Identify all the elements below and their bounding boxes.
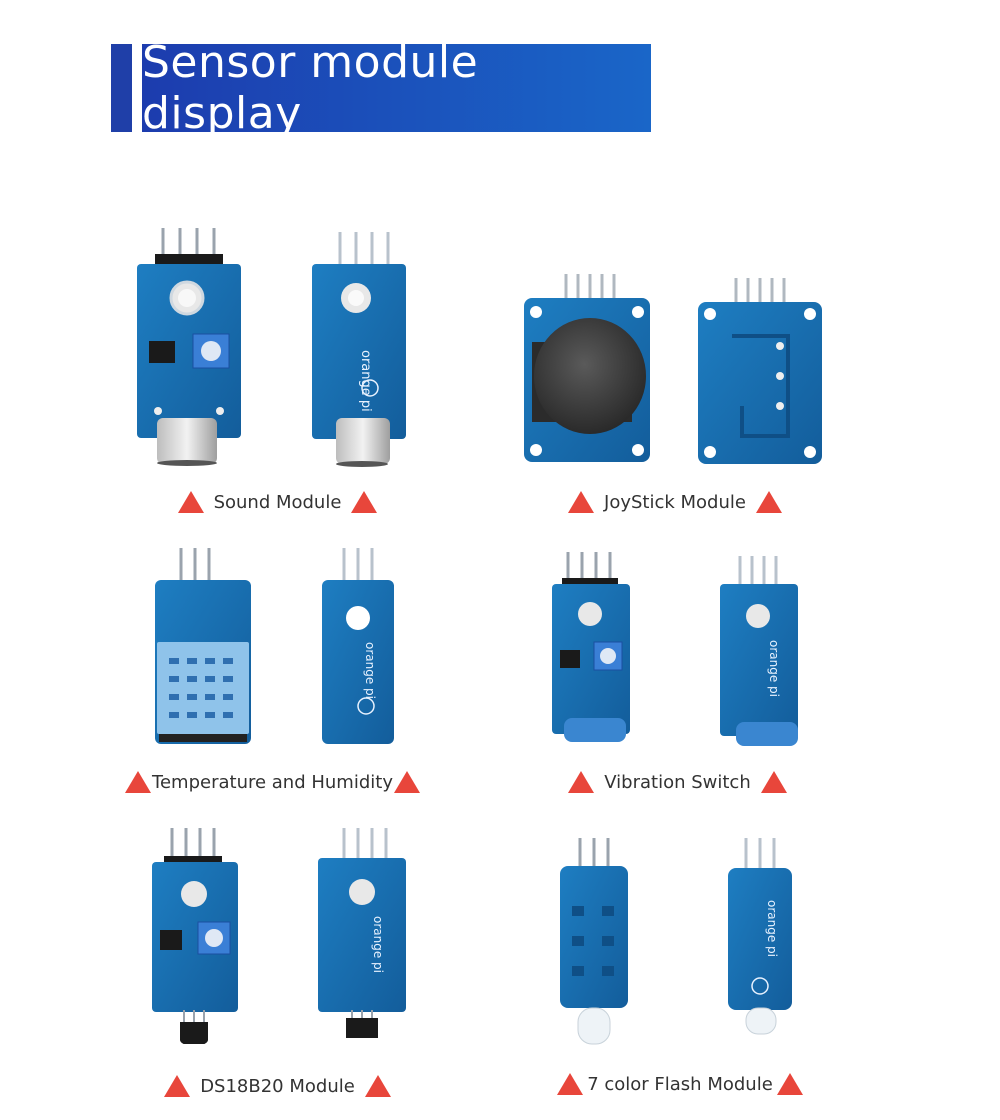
red-triangle-icon — [393, 771, 420, 793]
caption-sound-module: Sound Module — [150, 488, 405, 516]
caption-ds18b20-module: DS18B20 Module — [160, 1072, 395, 1100]
sound-module-back-image: orange pi — [312, 232, 406, 467]
sound-module-front-image — [137, 228, 241, 466]
red-triangle-icon — [364, 1075, 391, 1097]
vibration-switch-front-image — [552, 552, 630, 742]
red-triangle-icon — [776, 1073, 803, 1095]
caption-seven-color-flash-module: 7 color Flash Module — [555, 1070, 805, 1098]
temperature-humidity-back-image: orange pi — [322, 548, 394, 744]
joystick-module-back-image — [698, 278, 822, 464]
ds18b20-module-back-image: orange pi — [318, 828, 406, 1038]
seven-color-flash-back-image: orange pi — [728, 838, 792, 1035]
joystick-module-front-image — [524, 274, 650, 462]
caption-vibration-switch: Vibration Switch — [560, 768, 795, 796]
caption-joystick-module: JoyStick Module — [540, 488, 810, 516]
ds18b20-module-front-image — [152, 828, 238, 1044]
red-triangle-icon — [177, 491, 204, 513]
vibration-switch-back-image: orange pi — [720, 556, 798, 746]
svg-text:orange pi: orange pi — [767, 640, 781, 697]
seven-color-flash-front-image — [560, 838, 628, 1045]
red-triangle-icon — [568, 491, 595, 513]
svg-text:orange pi: orange pi — [765, 900, 779, 957]
caption-temperature-humidity: Temperature and Humidity — [125, 768, 420, 796]
red-triangle-icon — [760, 771, 787, 793]
banner-accent-bar — [111, 44, 132, 132]
svg-text:orange pi: orange pi — [363, 642, 377, 699]
red-triangle-icon — [557, 1073, 584, 1095]
red-triangle-icon — [164, 1075, 191, 1097]
red-triangle-icon — [125, 771, 152, 793]
red-triangle-icon — [755, 491, 782, 513]
temperature-humidity-front-image — [155, 548, 251, 744]
header-banner: Sensor module display — [142, 37, 651, 139]
svg-text:orange pi: orange pi — [371, 916, 385, 973]
red-triangle-icon — [568, 771, 595, 793]
page-title: Sensor module display — [142, 37, 479, 139]
red-triangle-icon — [351, 491, 378, 513]
